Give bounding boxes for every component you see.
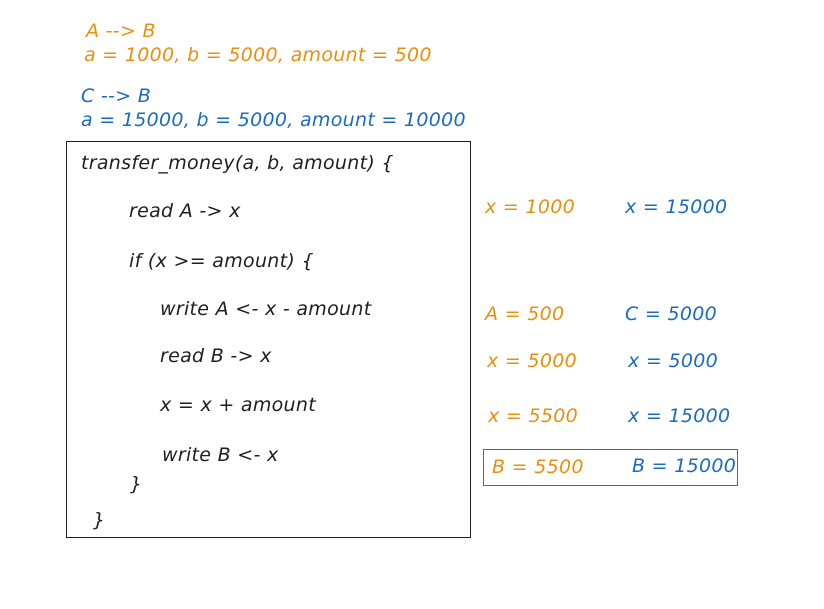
- trace-ab-final: B = 5500: [492, 456, 584, 478]
- trace-ab-step: x = 1000: [485, 196, 575, 218]
- trace-ab-step: x = 5000: [487, 350, 577, 372]
- code-line-write-a: write A <- x - amount: [160, 298, 372, 320]
- code-line-close-function: }: [93, 509, 106, 531]
- trace-ab-step: A = 500: [485, 303, 565, 325]
- final-value-highlight-box: [483, 449, 738, 486]
- code-line-function-signature: transfer_money(a, b, amount) {: [81, 152, 394, 174]
- code-line-write-b: write B <- x: [162, 444, 279, 466]
- code-line-read-b: read B -> x: [160, 345, 272, 367]
- scenario-cb-values: a = 15000, b = 5000, amount = 10000: [81, 109, 466, 131]
- code-line-if: if (x >= amount) {: [129, 250, 314, 272]
- trace-cb-step: x = 15000: [628, 405, 731, 427]
- trace-cb-step: x = 15000: [625, 196, 728, 218]
- trace-cb-step: C = 5000: [625, 303, 718, 325]
- scenario-cb-title: C --> B: [81, 85, 152, 107]
- code-line-read-a: read A -> x: [129, 200, 241, 222]
- trace-cb-final: B = 15000: [632, 455, 737, 477]
- trace-ab-step: x = 5500: [488, 405, 578, 427]
- code-box: [66, 141, 471, 538]
- code-line-close-if: }: [130, 473, 143, 495]
- scenario-ab-values: a = 1000, b = 5000, amount = 500: [84, 44, 432, 66]
- scenario-ab-title: A --> B: [86, 20, 156, 42]
- code-line-add-amount: x = x + amount: [160, 394, 316, 416]
- trace-cb-step: x = 5000: [628, 350, 718, 372]
